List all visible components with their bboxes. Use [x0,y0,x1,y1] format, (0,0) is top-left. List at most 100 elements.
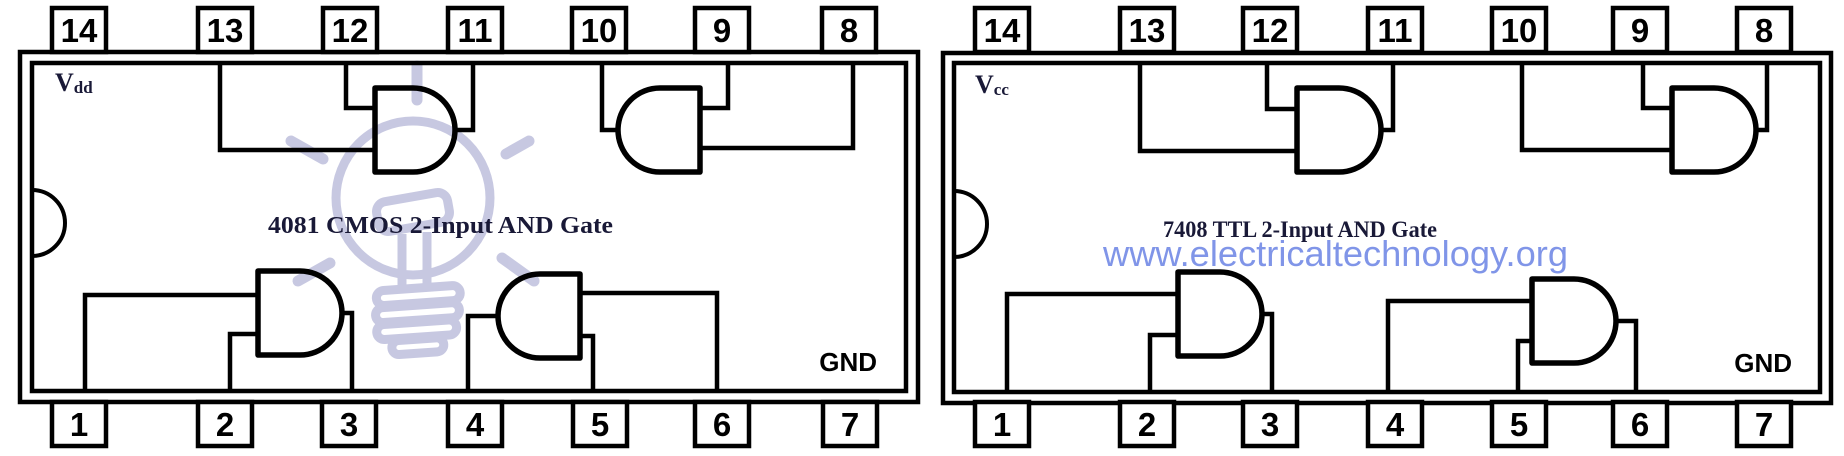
svg-text:13: 13 [1129,12,1166,49]
svg-text:3: 3 [340,406,358,443]
pin-right-top-14: 14 [972,5,1032,55]
wire-pin9-to-gate [700,63,731,111]
wire-pin8-to-gate [700,63,856,151]
svg-text:3: 3 [1261,406,1279,443]
left-ic-wires [82,63,856,391]
left-ic-title: 4081 CMOS 2-Input AND Gate [268,213,613,239]
right-ic-notch [953,189,989,259]
wire-pin10-to-gate [1519,63,1672,153]
pin-right-bottom-6: 6 [1610,399,1670,449]
wire-gate-to-pin4 [465,313,498,391]
pin-left-top-12: 12 [320,5,380,55]
wire-pin13-to-gate [1137,63,1297,154]
left-ic-bottom-pins: 1 2 3 4 5 6 7 [49,399,880,449]
wire-pin12-to-gate [1264,63,1297,112]
svg-text:2: 2 [216,406,234,443]
pin-right-top-13: 13 [1117,5,1177,55]
svg-text:9: 9 [713,12,731,49]
left-ic-gnd-label: GND [819,347,877,377]
svg-text:7: 7 [1755,406,1773,443]
wire-gate-to-pin6 [1616,318,1639,392]
and-gate-symbol [495,271,583,361]
wire-gate-to-pin11 [1381,63,1396,133]
svg-text:14: 14 [984,12,1021,49]
wire-pin12-to-gate [343,63,375,111]
pin-left-bottom-2: 2 [195,399,255,449]
right-ic-vcc-label: Vcc [975,70,1009,99]
left-ic-notch [31,188,67,258]
pin-left-top-10: 10 [569,5,629,55]
svg-text:4: 4 [1386,406,1405,443]
svg-text:1: 1 [70,406,88,443]
svg-text:5: 5 [1510,406,1528,443]
pin-left-bottom-7: 7 [820,399,880,449]
pin-left-top-11: 11 [445,5,505,55]
and-gate-symbol [1669,85,1759,175]
svg-text:11: 11 [1378,12,1413,49]
wire-pin1-to-gate [1004,291,1178,392]
svg-text:10: 10 [1501,12,1538,49]
pin-right-bottom-3: 3 [1240,399,1300,449]
pin-right-bottom-5: 5 [1489,399,1549,449]
svg-text:8: 8 [1755,12,1773,49]
pin-left-top-8: 8 [819,5,879,55]
wire-gate-to-pin3 [342,310,355,391]
left-ic-vdd-label: Vdd [55,68,93,97]
right-ic-gnd-label: GND [1734,348,1792,378]
pin-right-top-10: 10 [1489,5,1549,55]
left-ic-gates [255,85,703,361]
pin-left-top-14: 14 [49,5,109,55]
wire-gate-to-pin10 [599,63,618,133]
svg-text:12: 12 [332,12,369,49]
svg-text:14: 14 [61,12,98,49]
svg-text:11: 11 [458,12,493,49]
and-gate-symbol [1529,276,1619,366]
pin-right-bottom-4: 4 [1365,399,1425,449]
bulb-neck-icon [397,232,432,288]
wire-pin5-to-gate [1515,338,1532,392]
right-ic-top-pins: 14 13 12 11 10 9 8 [972,5,1794,55]
svg-text:4: 4 [466,406,485,443]
pin-right-top-11: 11 [1365,5,1425,55]
wire-pin1-to-gate [82,292,258,391]
pin-left-top-9: 9 [692,5,752,55]
pin-left-bottom-3: 3 [319,399,379,449]
svg-text:6: 6 [713,406,731,443]
svg-text:6: 6 [1631,406,1649,443]
pin-left-bottom-4: 4 [445,399,505,449]
svg-text:7: 7 [841,406,859,443]
pin-left-bottom-5: 5 [570,399,630,449]
pin-left-bottom-1: 1 [49,399,109,449]
svg-text:9: 9 [1631,12,1649,49]
right-ic-title: 7408 TTL 2-Input AND Gate [1163,217,1437,242]
bulb-threads-icon [371,281,465,360]
svg-text:8: 8 [840,12,858,49]
pin-right-top-12: 12 [1240,5,1300,55]
wire-pin13-to-gate [217,63,375,153]
right-ic-bottom-pins: 1 2 3 4 5 6 7 [972,399,1794,449]
wire-gate-to-pin8 [1756,63,1770,133]
wire-pin2-to-gate [227,331,258,391]
pin-left-top-13: 13 [195,5,255,55]
right-ic-gates [1175,85,1759,366]
and-gate-symbol [1294,85,1384,175]
and-gate-symbol [615,85,703,175]
and-gate-symbol [255,268,345,358]
pin-right-bottom-7: 7 [1734,399,1794,449]
wire-gate-to-pin11 [455,63,476,133]
svg-text:2: 2 [1138,406,1156,443]
pin-right-bottom-2: 2 [1117,399,1177,449]
and-gate-symbol [1175,269,1265,359]
bulb-globe-icon [331,116,495,280]
wire-pin4-to-gate [1385,298,1532,392]
svg-text:5: 5 [591,406,609,443]
bulb-filament-icon [372,188,454,236]
pin-right-top-8: 8 [1734,5,1794,55]
pin-right-bottom-1: 1 [972,399,1032,449]
svg-text:12: 12 [1252,12,1289,49]
pin-left-bottom-6: 6 [692,399,752,449]
and-gate-symbol [372,85,458,175]
wire-pin2-to-gate [1147,332,1178,392]
